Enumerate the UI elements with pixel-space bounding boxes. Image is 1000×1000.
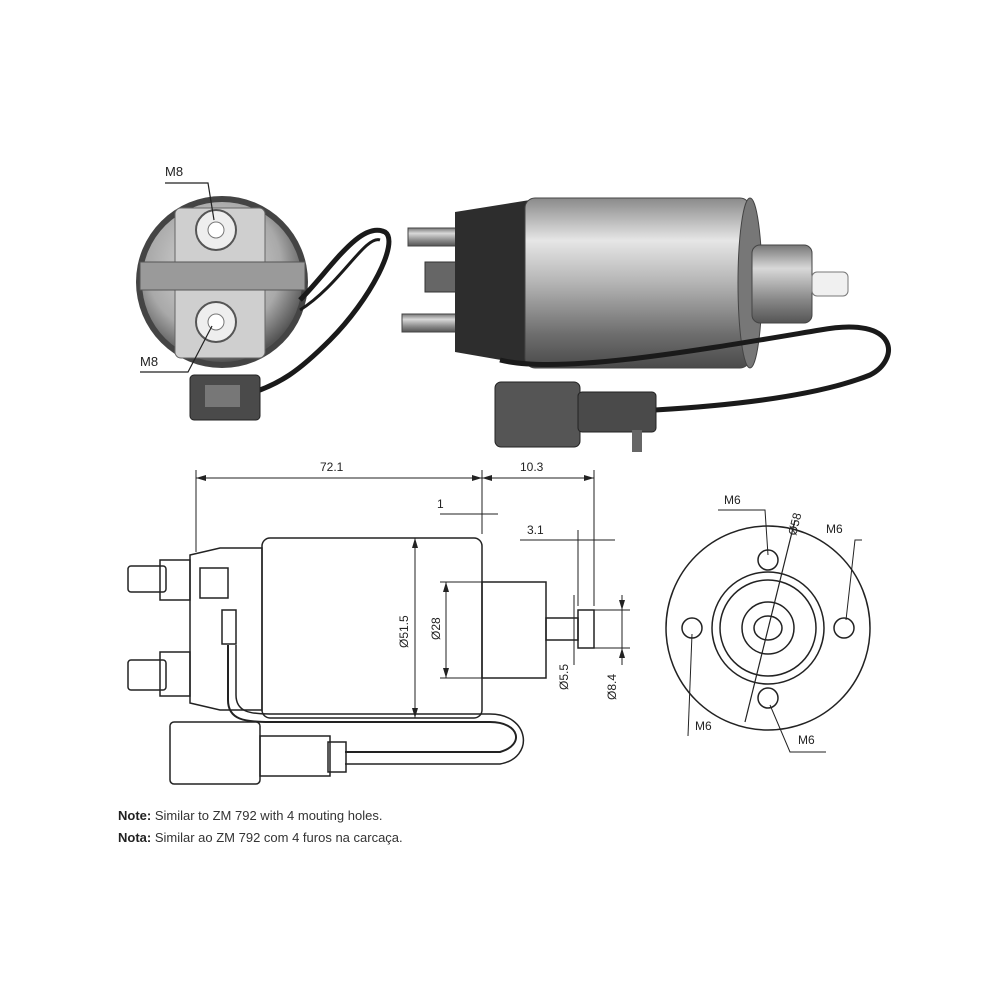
drawing-connector-plug	[259, 735, 331, 777]
bolt-circle-dim-line	[744, 519, 796, 723]
note-english-text: Similar to ZM 792 with 4 mouting holes.	[151, 808, 383, 823]
drawing-end-cap	[189, 547, 263, 711]
drawing-wire	[227, 645, 517, 753]
label-hole-top: M6	[724, 493, 741, 507]
side-nose	[751, 244, 813, 324]
photo-side-view	[401, 197, 891, 452]
leader-hole-bottom	[769, 704, 826, 753]
side-connector-plug	[577, 391, 657, 433]
terminal-bridge	[139, 261, 306, 291]
hole-right	[833, 617, 855, 639]
drawing-top-nut	[127, 565, 167, 593]
drawing-connector-end	[327, 741, 347, 773]
drawing-main-body	[261, 537, 483, 719]
arrow	[196, 475, 206, 481]
arrow	[482, 475, 492, 481]
label-hole-left: M6	[695, 719, 712, 733]
arrow	[584, 475, 594, 481]
drawing-wire-inner	[235, 645, 525, 765]
end-shaft-inner	[753, 615, 783, 641]
end-view-cable	[244, 227, 392, 398]
end-view-cable-inner	[299, 238, 381, 312]
side-cable	[499, 324, 891, 413]
leader-bottom-m8	[140, 325, 213, 373]
end-shaft-outer	[741, 601, 795, 655]
side-dimensions	[195, 470, 630, 718]
arrow	[412, 538, 418, 548]
drawing-coil-terminal	[221, 609, 237, 645]
arrow	[472, 475, 482, 481]
label-bottom-m8: M8	[140, 354, 158, 369]
side-connector-body	[494, 381, 581, 448]
dim-shaft-diameter: Ø5.5	[557, 664, 571, 690]
drawing-end-view	[665, 509, 871, 753]
drawing-shaft-tip	[577, 609, 595, 649]
dim-bolt-circle: Ø58	[785, 511, 804, 537]
side-dimension-arrows	[196, 475, 625, 718]
photo-end-view: M8 M8	[136, 164, 392, 421]
leader-top-m8	[165, 182, 215, 221]
drawing-bottom-nut	[127, 659, 167, 691]
end-neck-circle	[711, 571, 825, 685]
hole-bottom	[757, 687, 779, 709]
side-end-cap	[455, 200, 530, 365]
arrow	[443, 668, 449, 678]
arrow	[443, 582, 449, 592]
bottom-terminal-hole	[207, 313, 225, 331]
drawing-neck	[481, 581, 547, 679]
side-connector-latch	[632, 430, 642, 452]
note-portuguese-text: Similar ao ZM 792 com 4 furos na carcaça…	[151, 830, 403, 845]
note-portuguese: Nota: Similar ao ZM 792 com 4 furos na c…	[118, 830, 403, 845]
dim-overall-length: 72.1	[320, 460, 344, 474]
top-terminal-hole	[207, 221, 225, 239]
label-top-m8: M8	[165, 164, 183, 179]
dim-body-diameter: Ø51.5	[397, 615, 411, 648]
end-neck-inner	[719, 579, 817, 677]
label-hole-right: M6	[826, 522, 843, 536]
side-plunger-tip	[811, 271, 849, 297]
side-bottom-stud	[401, 313, 457, 333]
dim-flange-gap: 1	[437, 497, 444, 511]
drawing-side-view	[127, 537, 595, 785]
dim-plunger-extension: 10.3	[520, 460, 544, 474]
dim-shaft-step: 3.1	[527, 523, 544, 537]
dim-neck-diameter: Ø28	[429, 617, 443, 640]
note-portuguese-label: Nota:	[118, 830, 152, 845]
arrow	[619, 600, 625, 610]
side-main-body	[524, 197, 751, 369]
drawing-shaft	[545, 617, 579, 641]
note-english-label: Note:	[118, 808, 152, 823]
arrow	[412, 708, 418, 718]
label-hole-bottom: M6	[798, 733, 815, 747]
drawing-connector-body	[169, 721, 261, 785]
end-outer-flange	[665, 525, 871, 731]
arrow	[619, 648, 625, 658]
dim-tip-diameter: Ø8.4	[605, 674, 619, 700]
note-english: Note: Similar to ZM 792 with 4 mouting h…	[118, 808, 382, 823]
side-top-stud	[407, 227, 457, 247]
leader-hole-right	[845, 539, 862, 621]
drawing-terminal-block	[199, 567, 229, 599]
end-view-connector-face	[205, 385, 240, 407]
leader-hole-left	[687, 633, 693, 737]
leader-hole-top	[718, 509, 769, 556]
